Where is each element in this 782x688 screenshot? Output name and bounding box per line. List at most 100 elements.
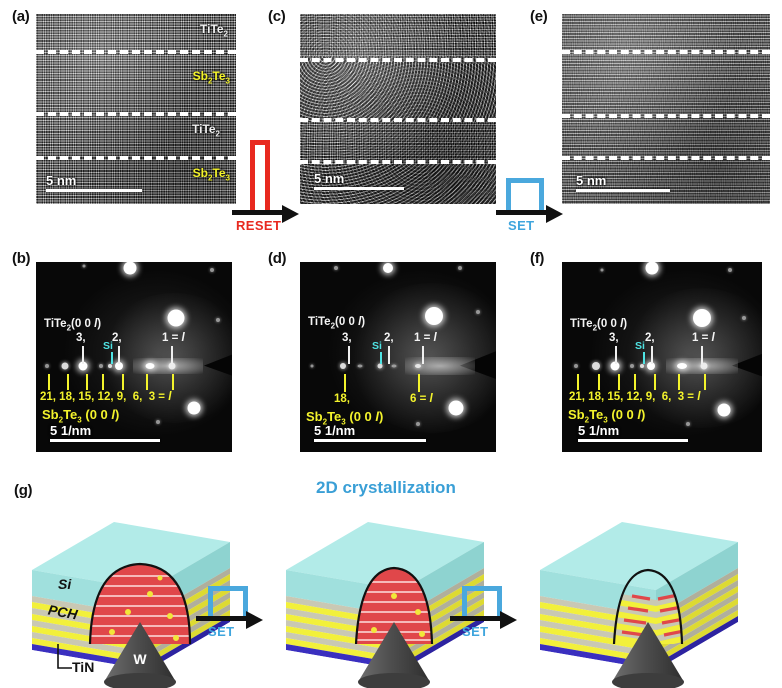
diffraction-bg-b — [36, 262, 232, 452]
tick-d-lower-6 — [418, 374, 420, 392]
reset-transition: RESET — [232, 140, 300, 240]
tem-label-a-2: Sb2Te3 — [192, 69, 230, 86]
tick-f-lower-3 — [704, 374, 706, 390]
set-label-g1: SET — [208, 624, 235, 639]
scale-bar-b-text: 5 1/nm — [50, 423, 92, 438]
row-spot-d-18 — [340, 363, 346, 369]
diff-label-d-titse: TiTe2(0 0 l) — [308, 316, 366, 331]
diff-label-b-titse: TiTe2(0 0 l) — [44, 318, 102, 333]
diffraction-image-d: TiTe2(0 0 l) 3, 2, 1 = l Si 18, 6 = l Sb… — [300, 262, 496, 452]
interface-dash-a3 — [36, 156, 236, 160]
tick-b-upper-1 — [171, 346, 173, 364]
tick-b-lower-9 — [122, 374, 124, 390]
set-arrow-head-g2 — [500, 611, 517, 629]
row-spot-b-9 — [115, 362, 123, 370]
row-spot-d-f0 — [310, 364, 314, 368]
interface-dash-c1 — [300, 58, 496, 62]
diff-label-b-upper-2: 2, — [112, 332, 122, 344]
row-streak-d — [405, 357, 475, 375]
reset-arrow-head — [282, 205, 299, 223]
diff-spot-f-main — [693, 309, 711, 327]
svg-text:W: W — [133, 651, 147, 667]
tick-f-lower-6 — [678, 374, 680, 390]
set-arrow-line-g1 — [196, 616, 248, 621]
shading-e — [562, 14, 770, 204]
set-arrow-head-top — [546, 205, 563, 223]
diff-spot-f-lowright — [717, 403, 731, 417]
diff-label-d-upper-1: 1 = l — [414, 332, 437, 344]
tick-d-upper-3 — [348, 346, 350, 364]
scale-bar-d: 5 1/nm — [314, 423, 426, 442]
scale-bar-c: 5 nm — [314, 171, 404, 190]
panel-letter-d: (d) — [268, 250, 287, 267]
scale-bar-b: 5 1/nm — [50, 423, 160, 442]
interface-dash-c2 — [300, 118, 496, 122]
diff-spot-d-f4 — [458, 266, 462, 270]
tick-b-lower-21 — [48, 374, 50, 390]
diff-label-f-sbte: Sb2Te3 (0 0 l) — [568, 407, 646, 425]
diff-spot-b-f1 — [210, 268, 214, 272]
lattice-texture-a — [36, 14, 236, 204]
reset-label: RESET — [236, 218, 282, 233]
set-pulse-right-edge — [539, 178, 544, 210]
reset-pulse-top — [250, 140, 270, 145]
scale-bar-d-line — [314, 439, 426, 442]
diff-spot-f-f1 — [600, 268, 604, 272]
diff-label-d-si: Si — [372, 340, 382, 352]
tick-b-upper-3 — [82, 346, 84, 364]
tem-label-a-4: Sb2Te3 — [192, 166, 230, 183]
diff-spot-d-f3 — [416, 422, 420, 426]
row-spot-f-21 — [574, 364, 578, 368]
diff-spot-f-f3 — [686, 422, 690, 426]
panel-letter-c: (c) — [268, 8, 286, 25]
interface-dash-e2 — [562, 114, 770, 118]
row-spot-b-18 — [61, 362, 69, 370]
panel-letter-b: (b) — [12, 250, 31, 267]
diff-label-b-upper-1: 1 = l — [162, 332, 185, 344]
reset-pulse-left-edge — [250, 140, 255, 210]
row-streak-f — [666, 358, 738, 374]
tick-d-lower-18 — [344, 374, 346, 392]
interface-dash-e1 — [562, 50, 770, 54]
diff-label-f-upper-2: 2, — [645, 332, 655, 344]
diff-spot-b-f3 — [156, 420, 160, 424]
scale-bar-f-line — [578, 439, 688, 442]
panel-letter-f: (f) — [530, 250, 545, 267]
scale-bar-a-text: 5 nm — [46, 173, 77, 188]
scale-bar-f: 5 1/nm — [578, 423, 688, 442]
diff-label-d-lower-18: 18, — [334, 393, 350, 405]
diff-label-b-sbte: Sb2Te3 (0 0 l) — [42, 407, 120, 425]
tick-b-lower-12 — [102, 374, 104, 390]
row-spot-d-a — [357, 364, 363, 368]
diff-spot-b-main — [167, 309, 185, 327]
schematic-label-tin-1: TiN — [72, 659, 95, 675]
lattice-texture-c-mid — [300, 122, 496, 164]
diff-spot-d-top — [383, 263, 393, 273]
diff-label-f-upper-1: 1 = l — [692, 332, 715, 344]
tick-b-lower-3 — [172, 374, 174, 390]
diff-spot-f-f4 — [728, 268, 732, 272]
diff-spot-b-lowright — [187, 401, 201, 415]
row-spot-d-si — [377, 363, 383, 369]
interface-dash-c3 — [300, 160, 496, 164]
tem-label-a-3: TiTe2 — [191, 122, 220, 139]
diffraction-image-b: TiTe2(0 0 l) 3, 2, 1 = l Si 21, 18, 15, … — [36, 262, 232, 452]
diffraction-image-f: TiTe2(0 0 l) 3, 2, 1 = l Si 21, 18, 15, … — [562, 262, 762, 452]
reset-pulse-right-edge — [265, 140, 270, 210]
tick-d-upper-2 — [388, 346, 390, 364]
diff-spot-f-top — [645, 262, 659, 275]
set-pulse-top — [506, 178, 544, 183]
diff-label-b-upper-3: 3, — [76, 332, 86, 344]
interface-dash-a1 — [36, 50, 236, 54]
set-pulse-g1-right — [243, 586, 248, 616]
diff-spot-b-f4 — [82, 264, 86, 268]
scale-bar-c-line — [314, 187, 404, 190]
tick-b-si — [111, 352, 113, 364]
diff-label-b-lower: 21, 18, 15, 12, 9, 6, 3 = l — [40, 391, 172, 403]
row-streak-b — [133, 358, 203, 374]
tem-image-e: 5 nm — [562, 14, 770, 204]
set-label-g2: SET — [462, 624, 489, 639]
row-spot-b-21 — [45, 364, 49, 368]
reset-arrow-line — [232, 210, 282, 215]
set-arrow-line-g2 — [450, 616, 502, 621]
